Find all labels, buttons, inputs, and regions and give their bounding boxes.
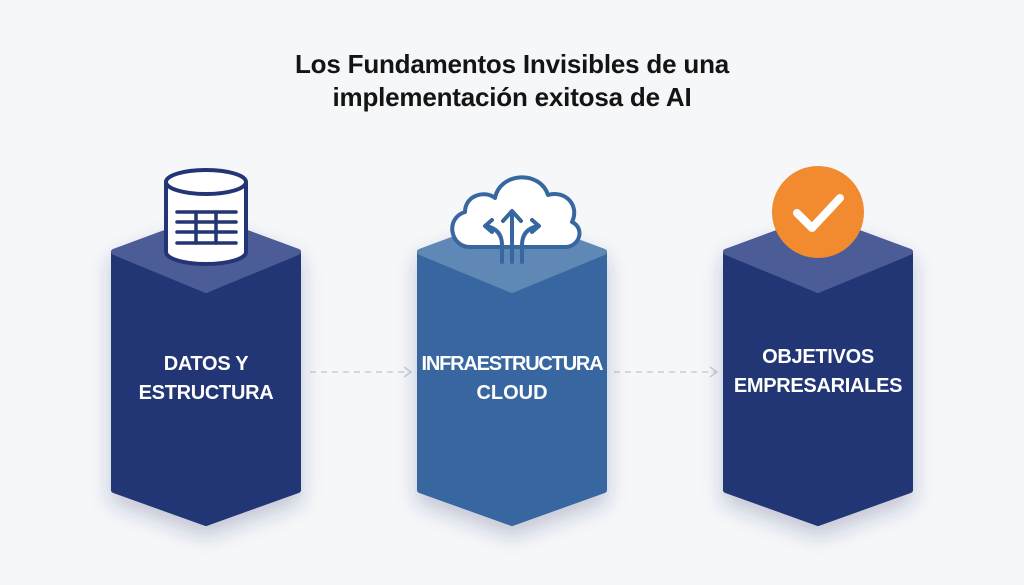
pillar-label-line: DATOS Y (163, 353, 249, 375)
connector-arrow-1 (310, 366, 413, 378)
pillar-label-line: ESTRUCTURA (138, 382, 274, 404)
title-line-2: implementación exitosa de AI (332, 82, 692, 112)
pillar-label-line: EMPRESARIALES (733, 375, 903, 397)
pillar-label-line: OBJETIVOS (762, 346, 874, 368)
diagram-title: Los Fundamentos Invisibles de una implem… (0, 48, 1024, 114)
connector-arrow-2 (614, 366, 719, 378)
cloud-arrows-icon (450, 175, 582, 264)
pillar-label-objetivos: OBJETIVOS EMPRESARIALES (718, 343, 918, 401)
pillar-label-infraestructura: INFRAESTRUCTURA CLOUD (412, 350, 612, 408)
checkmark-circle-icon (772, 166, 864, 258)
pillar-label-line: INFRAESTRUCTURA (421, 353, 604, 375)
pillar-label-line: CLOUD (476, 382, 548, 404)
pillar-label-datos: DATOS Y ESTRUCTURA (106, 350, 306, 408)
title-line-1: Los Fundamentos Invisibles de una (294, 49, 730, 79)
database-table-icon (164, 168, 248, 266)
